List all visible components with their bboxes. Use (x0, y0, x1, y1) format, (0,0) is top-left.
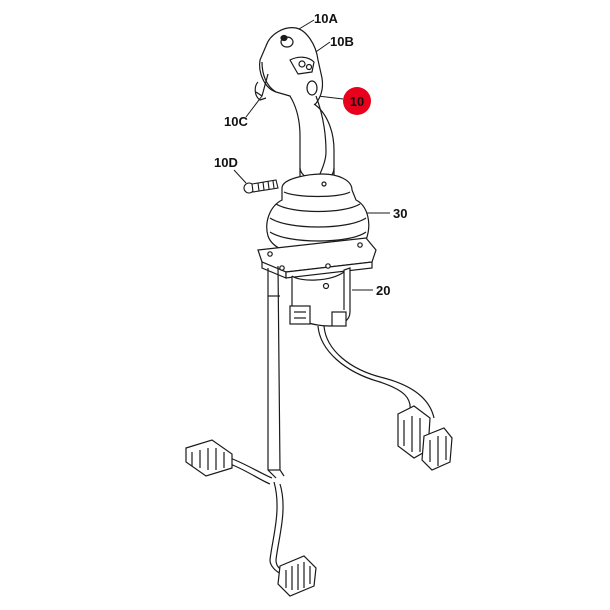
cable-sleeve (267, 265, 285, 479)
leader-10 (317, 95, 344, 100)
connector-bottom (277, 555, 317, 597)
controller-housing (289, 267, 351, 327)
screw-10d (243, 179, 279, 194)
leader-10d (233, 169, 247, 184)
joystick-handle (254, 27, 335, 183)
rubber-boot (266, 173, 370, 257)
callout-10: 10 (349, 93, 365, 109)
callout-10b: 10B (330, 34, 354, 49)
callout-30: 30 (393, 206, 408, 221)
connector-left (185, 439, 233, 477)
callout-20: 20 (376, 283, 391, 298)
callout-10-highlight: 10 (343, 87, 371, 115)
callout-10d: 10D (214, 155, 238, 170)
mounting-plate (257, 237, 377, 279)
connector-right-b (421, 427, 453, 471)
callout-10a: 10A (314, 11, 338, 26)
callout-10c: 10C (224, 114, 248, 129)
